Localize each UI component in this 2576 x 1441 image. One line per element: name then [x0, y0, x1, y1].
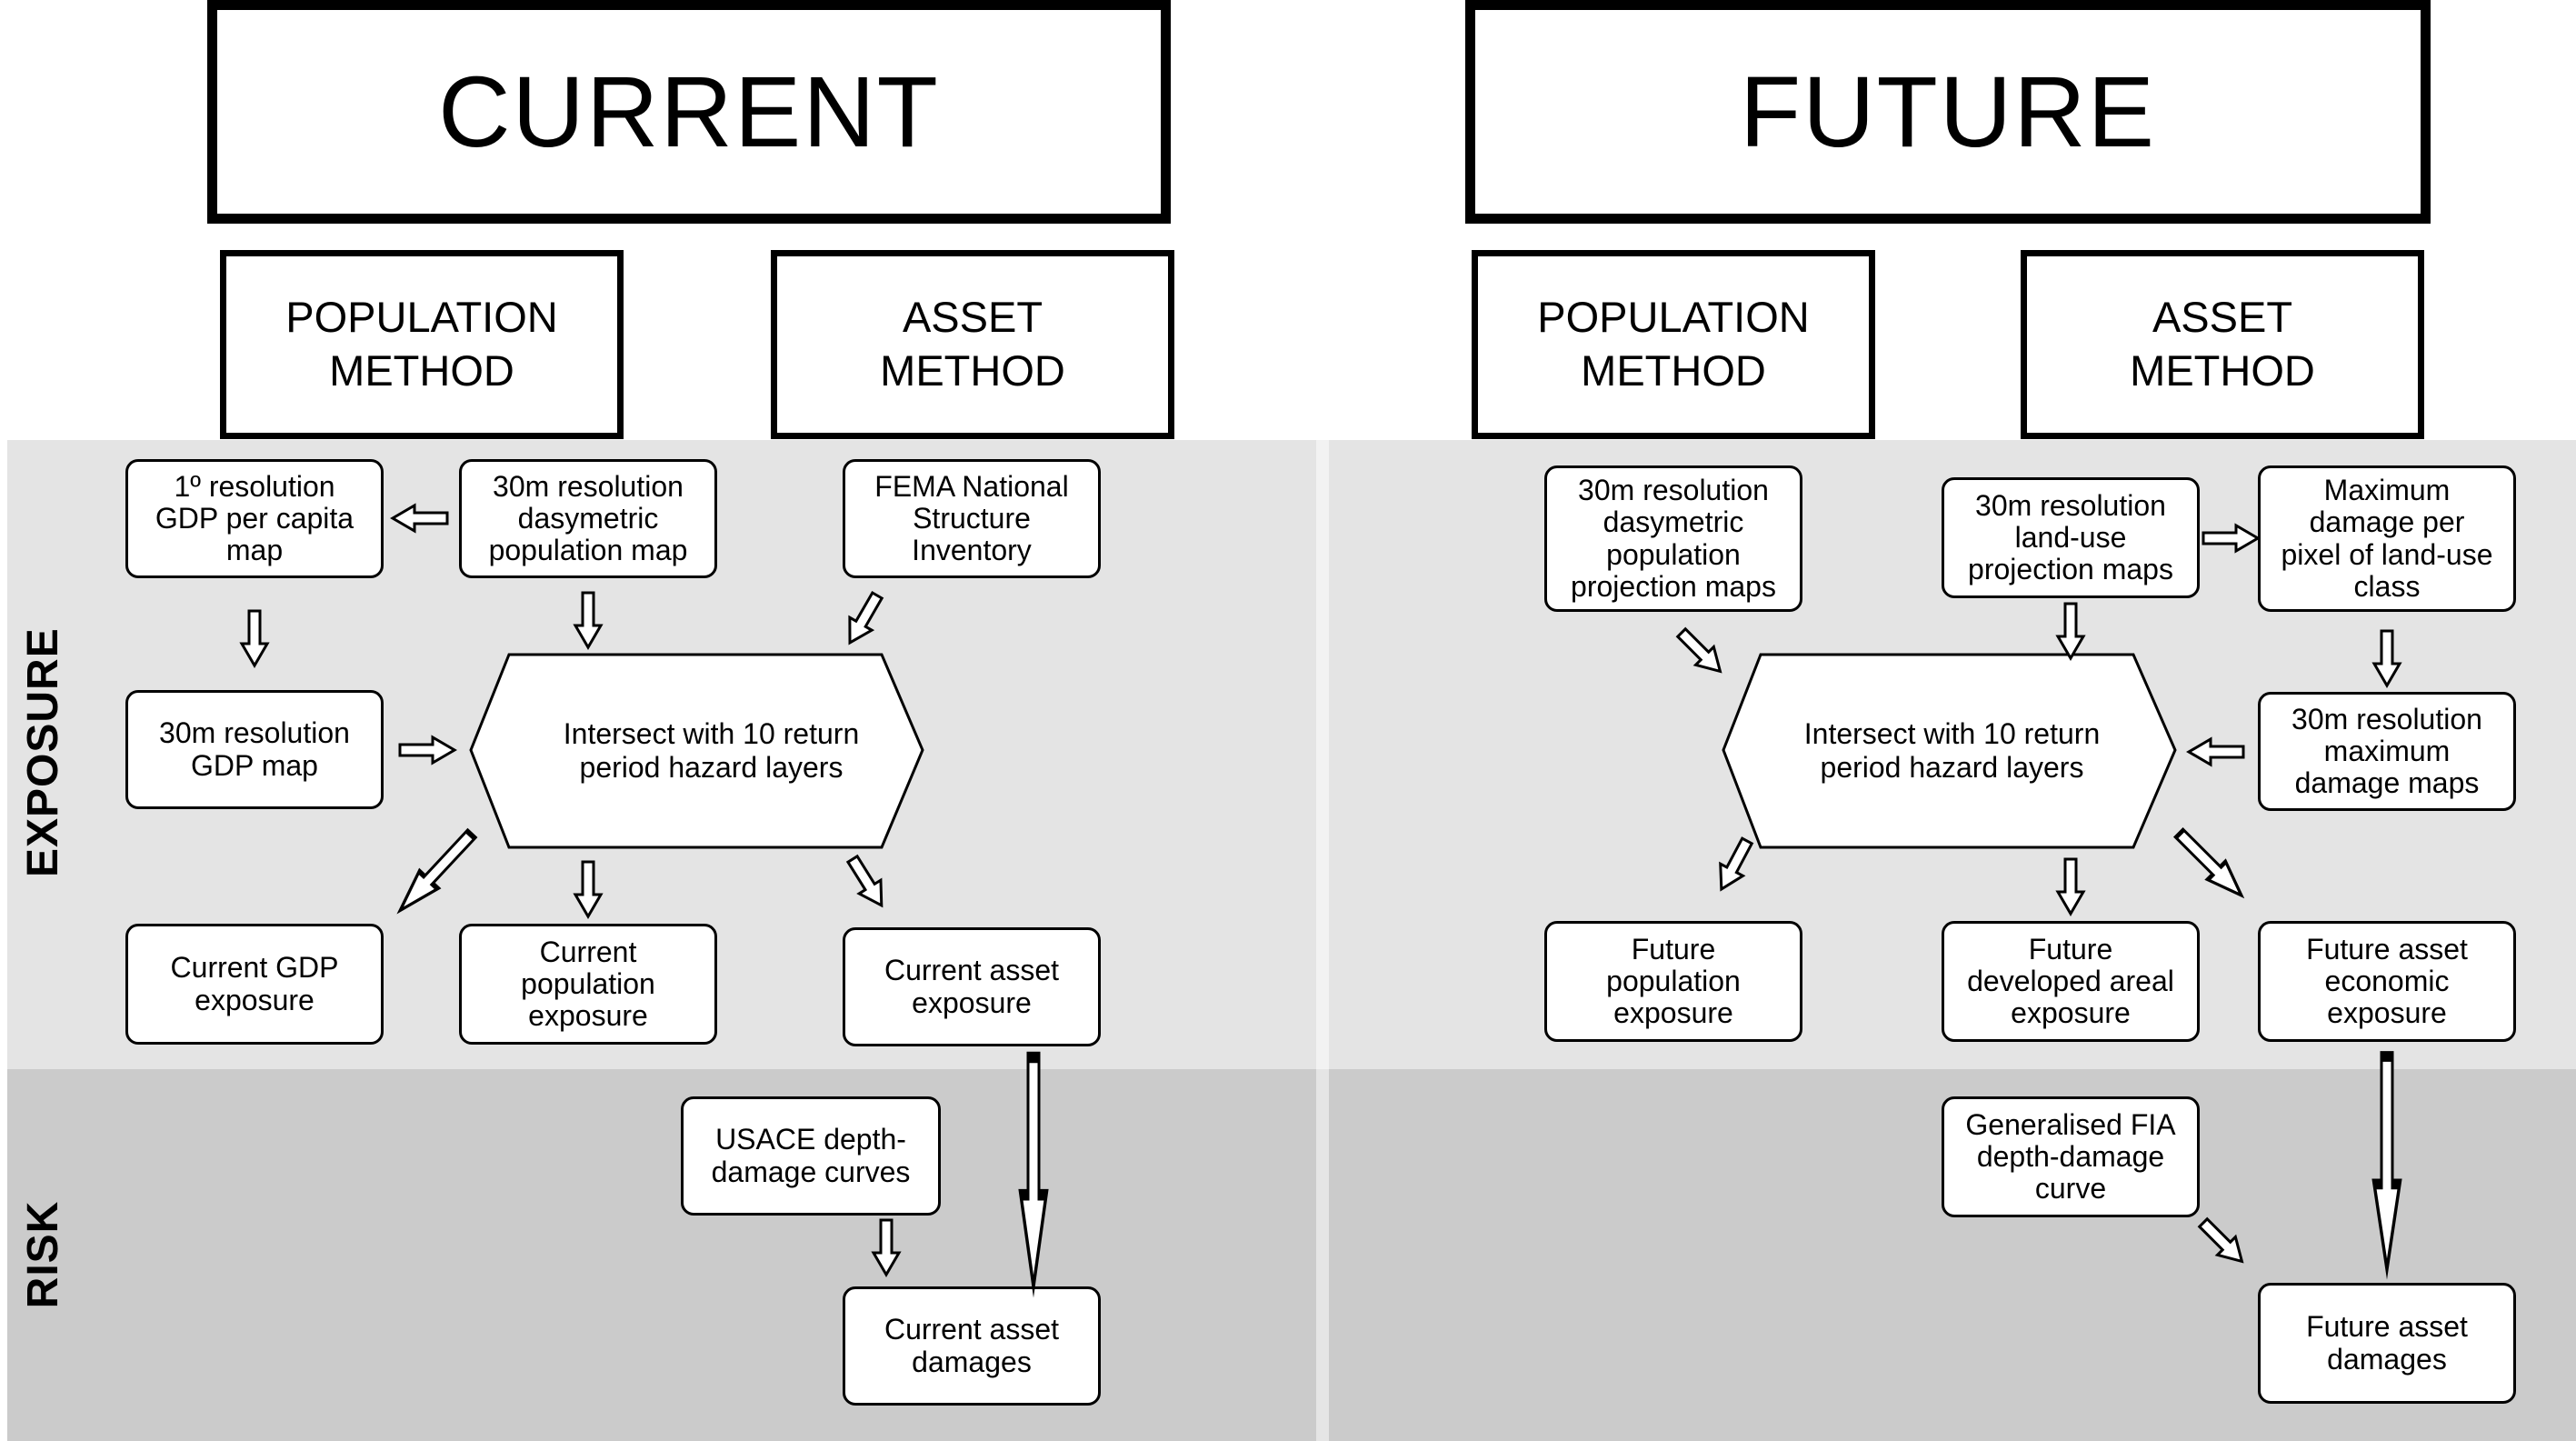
generalised-fia-curve: Generalised FIA depth-damage curve: [1942, 1096, 2200, 1217]
future-intersect-label: Intersect with 10 return period hazard l…: [1803, 717, 2101, 784]
arrow-pop-projection-to-intersect: [1671, 622, 1731, 682]
arrow-asset-econ-to-future-damages: [2374, 1056, 2400, 1269]
future-population-method: POPULATION METHOD: [1472, 250, 1875, 439]
arrow-dasymetric-to-intersect: [574, 591, 603, 649]
current-asset-exposure: Current asset exposure: [843, 927, 1101, 1046]
landuse-projection-maps: 30m resolution land-use projection maps: [1942, 477, 2200, 598]
current-intersect-label: Intersect with 10 return period hazard l…: [563, 717, 860, 784]
maximum-damage-maps: 30m resolution maximum damage maps: [2258, 692, 2516, 811]
current-asset-method: ASSET METHOD: [771, 250, 1174, 439]
current-asset-damages: Current asset damages: [843, 1286, 1101, 1406]
arrow-max-damage-maps-to-intersect: [2187, 737, 2245, 766]
arrow-intersect-to-asset-econ-exposure: [2171, 825, 2251, 905]
band-gap: [1316, 440, 1329, 1441]
dasymetric-population-map: 30m resolution dasymetric population map: [459, 459, 717, 578]
arrow-intersect-to-gdp-exposure: [391, 826, 480, 918]
future-header: FUTURE: [1465, 0, 2431, 224]
gdp-map: 30m resolution GDP map: [125, 690, 384, 809]
future-asset-method: ASSET METHOD: [2021, 250, 2424, 439]
arrow-fia-to-future-damages: [2192, 1212, 2252, 1272]
current-gdp-exposure: Current GDP exposure: [125, 924, 384, 1045]
arrow-dasymetric-to-gdp-per-capita: [391, 504, 449, 533]
arrow-max-damage-pixel-to-maps: [2372, 629, 2401, 687]
current-intersect-hexagon: [469, 653, 924, 849]
gdp-per-capita-map: 1º resolution GDP per capita map: [125, 459, 384, 578]
arrow-intersect-to-asset-exposure: [840, 851, 894, 914]
future-intersect-hexagon: [1722, 653, 2177, 849]
future-population-exposure: Future population exposure: [1544, 921, 1802, 1042]
usace-depth-damage-curves: USACE depth- damage curves: [681, 1096, 941, 1216]
arrow-usace-to-damages: [872, 1218, 901, 1276]
fema-structure-inventory: FEMA National Structure Inventory: [843, 459, 1101, 578]
population-projection-maps: 30m resolution dasymetric population pro…: [1544, 465, 1802, 612]
current-header: CURRENT: [207, 0, 1171, 224]
maximum-damage-per-pixel: Maximum damage per pixel of land-use cla…: [2258, 465, 2516, 612]
arrow-intersect-to-pop-exposure: [574, 860, 603, 918]
current-population-exposure: Current population exposure: [459, 924, 717, 1045]
future-asset-economic-exposure: Future asset economic exposure: [2258, 921, 2516, 1042]
arrow-fema-to-intersect: [837, 587, 890, 651]
arrow-landuse-to-intersect: [2056, 602, 2085, 660]
arrow-asset-exposure-to-damages: [1021, 1057, 1046, 1286]
arrow-gdp-map-to-intersect: [398, 736, 456, 765]
arrow-gdp-per-capita-to-gdp-map: [240, 609, 269, 667]
arrow-landuse-to-max-damage-pixel: [2202, 524, 2260, 553]
future-asset-damages: Future asset damages: [2258, 1283, 2516, 1404]
arrow-intersect-to-developed-exposure: [2056, 857, 2085, 916]
future-developed-areal-exposure: Future developed areal exposure: [1942, 921, 2200, 1042]
current-population-method: POPULATION METHOD: [220, 250, 624, 439]
